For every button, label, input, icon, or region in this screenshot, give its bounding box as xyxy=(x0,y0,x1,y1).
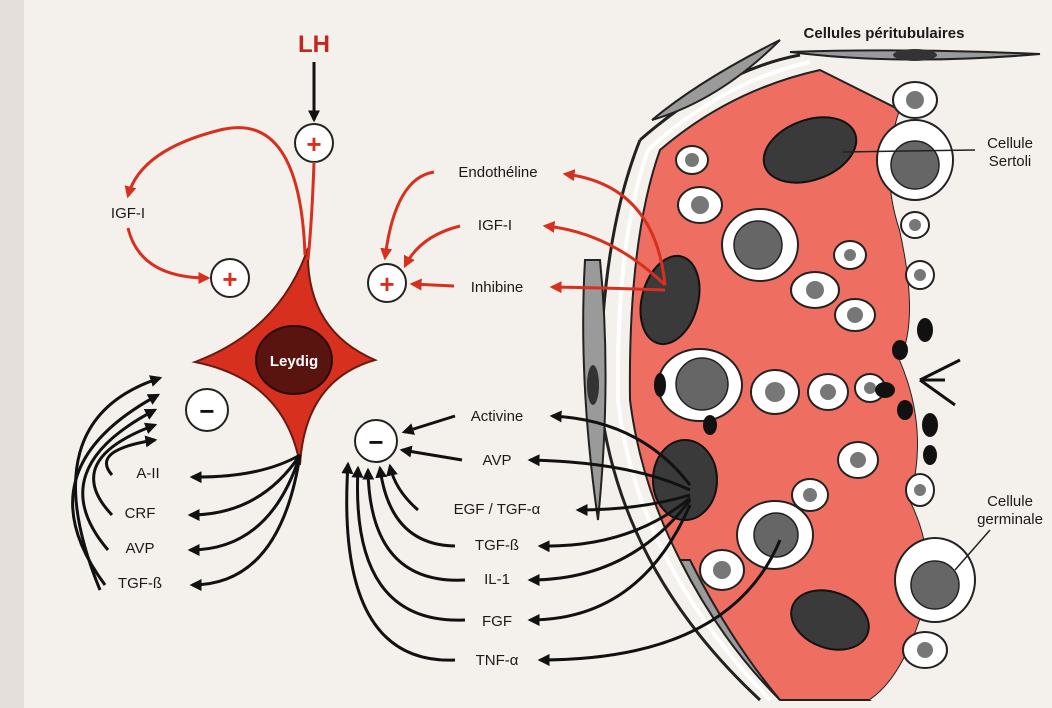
inhibine-label: Inhibine xyxy=(471,279,524,296)
germ-cell-small xyxy=(808,374,848,410)
sertoli-label-line2: Sertoli xyxy=(989,153,1032,170)
germ-cell-small xyxy=(792,479,828,511)
tnfa-label: TNF-α xyxy=(476,652,519,669)
igf1-autocrine-label: IGF-I xyxy=(111,205,145,222)
germ-cell-small xyxy=(751,370,799,414)
germ-cell-small xyxy=(893,82,937,118)
avp-autocrine-label: AVP xyxy=(126,540,155,557)
tgfb-autocrine-label: TGF-ß xyxy=(118,575,162,592)
germ-cell-small xyxy=(791,272,839,308)
germinal-label-line2: germinale xyxy=(977,511,1043,528)
germ-cell-small xyxy=(676,146,708,174)
inhibine-action-arrow xyxy=(412,284,454,286)
igf1-secretion-arrow xyxy=(128,128,305,255)
germ-cell xyxy=(658,349,742,421)
fgf-label: FGF xyxy=(482,613,512,630)
egf-action-arrow xyxy=(390,466,418,510)
fgf-action-arrow xyxy=(357,468,465,620)
il1-label: IL-1 xyxy=(484,571,510,588)
leydig-label: Leydig xyxy=(270,353,318,370)
peritubular-label: Cellules péritubulaires xyxy=(804,25,965,42)
endotheline-action-arrow xyxy=(385,172,434,258)
minus-circle-autocrine: − xyxy=(186,389,228,431)
germ-cell xyxy=(877,120,953,200)
germ-cell xyxy=(722,209,798,281)
tgfb-action-arrow xyxy=(380,468,455,546)
germ-cell xyxy=(895,538,975,622)
germ-cell-small xyxy=(906,474,934,506)
svg-text:+: + xyxy=(222,264,237,294)
svg-text:+: + xyxy=(379,269,394,299)
germ-cell-small xyxy=(835,299,875,331)
autocrine-negative-labels: A-II CRF AVP TGF-ß xyxy=(118,465,162,592)
plus-circle-igf: + xyxy=(211,259,249,297)
svg-text:−: − xyxy=(199,396,214,426)
svg-text:+: + xyxy=(306,129,321,159)
paracrine-negative-labels: Activine AVP EGF / TGF-α TGF-ß IL-1 FGF … xyxy=(454,408,541,669)
endotheline-label: Endothéline xyxy=(458,164,537,181)
germ-cell xyxy=(737,501,813,569)
avp-paracrine-label: AVP xyxy=(483,452,512,469)
lh-label: LH xyxy=(298,31,330,58)
germ-cell-small xyxy=(903,632,947,668)
tgfb-paracrine-label: TGF-ß xyxy=(475,537,519,554)
germ-cell-small xyxy=(834,241,866,269)
germ-cell-small xyxy=(700,550,744,590)
a2-label: A-II xyxy=(136,465,159,482)
plus-circle-lh: + xyxy=(295,124,333,162)
lh-to-leydig-line xyxy=(308,162,314,260)
egf-tgfa-label: EGF / TGF-α xyxy=(454,501,541,518)
plus-circle-paracrine: + xyxy=(368,264,406,302)
germinal-label-line1: Cellule xyxy=(987,493,1033,510)
germ-cell-small xyxy=(678,187,722,223)
crf-label: CRF xyxy=(125,505,156,522)
germ-cell-small xyxy=(901,212,929,238)
minus-circle-paracrine: − xyxy=(355,420,397,462)
page-edge xyxy=(0,0,24,708)
feedback-arrow-outer xyxy=(76,378,161,590)
igf1-action-arrow-2 xyxy=(405,226,460,266)
germ-cell-small xyxy=(838,442,878,478)
activine-label: Activine xyxy=(471,408,524,425)
igf1-sertoli-label: IGF-I xyxy=(478,217,512,234)
igf1-action-arrow xyxy=(128,228,208,278)
sertoli-label-line1: Cellule xyxy=(987,135,1033,152)
germ-cell-small xyxy=(906,261,934,289)
activine-action-arrow xyxy=(404,416,455,432)
avp-action-arrow xyxy=(402,450,462,460)
svg-text:−: − xyxy=(368,427,383,457)
